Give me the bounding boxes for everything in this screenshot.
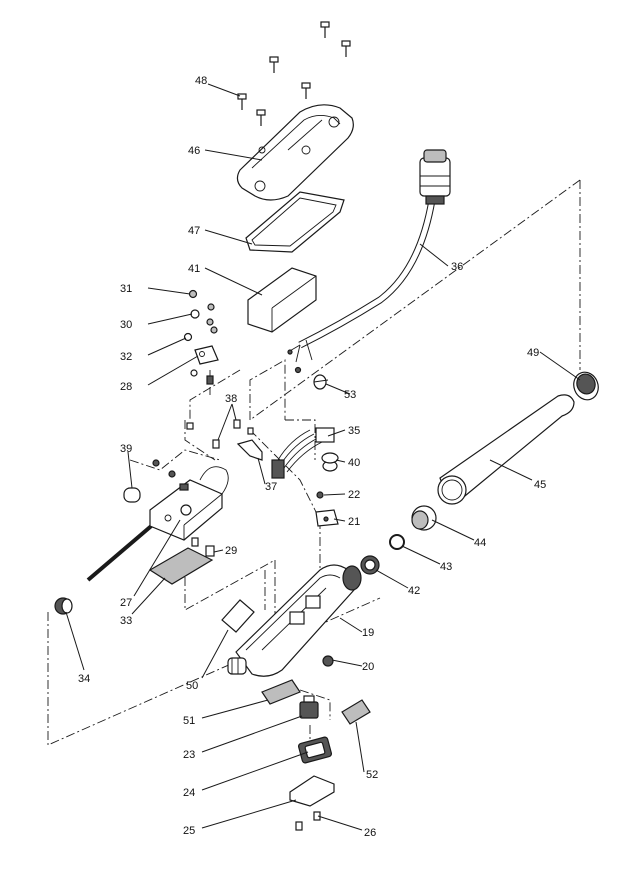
cap-34 [54,597,73,615]
screw-set-48 [237,21,351,126]
ring-43 [389,534,405,550]
screw-20 [322,655,334,667]
cable-clamp-53 [313,374,329,390]
handle-assembly-27 [86,466,229,582]
callout-53: 53 [344,389,356,401]
callout-43: 43 [440,561,452,573]
callout-27: 27 [120,597,132,609]
terminal-28 [194,345,219,385]
callout-26: 26 [364,827,376,839]
callout-49: 49 [527,347,539,359]
callout-25: 25 [183,825,195,837]
boot-45 [437,394,575,505]
callout-40: 40 [348,457,360,469]
assembly-guide-lines [47,179,581,760]
callout-33: 33 [120,615,132,627]
switch-cover-24 [297,736,333,764]
callout-51: 51 [183,715,195,727]
insulator-41 [247,267,317,333]
screws-26 [295,811,321,831]
callout-32: 32 [120,351,132,363]
callout-19: 19 [362,627,374,639]
callout-labels: 48 46 47 41 31 30 32 28 36 49 53 38 35 3… [78,75,546,839]
callout-24: 24 [183,787,195,799]
label-33 [148,547,214,585]
power-cable-36 [287,149,451,374]
leader-lines [65,83,581,831]
label-52 [341,699,371,725]
switch-cap-40 [321,452,339,464]
callout-48: 48 [195,75,207,87]
callout-30: 30 [120,319,132,331]
nuts-30-31-32 [183,289,218,377]
knob-39 [123,459,176,503]
callout-39: 39 [120,443,132,455]
callout-37: 37 [265,481,277,493]
switch-23 [299,695,319,719]
grommet-44 [411,505,437,531]
screws-38 [186,419,254,449]
callout-47: 47 [188,225,200,237]
screws-29 [191,537,215,557]
callout-50: 50 [186,680,198,692]
housing-19 [227,564,362,677]
bracket-21 [315,509,339,527]
nut-42 [360,555,380,575]
callout-42: 42 [408,585,420,597]
cover-46 [236,104,354,201]
callout-28: 28 [120,381,132,393]
callout-20: 20 [362,661,374,673]
callout-46: 46 [188,145,200,157]
callout-21: 21 [348,516,360,528]
strain-relief-37 [236,439,263,461]
screw-22 [316,491,324,499]
callout-38: 38 [225,393,237,405]
label-50 [221,599,255,633]
callout-44: 44 [474,537,486,549]
callout-36: 36 [451,261,463,273]
wire-harness-35 [271,427,338,479]
callout-52: 52 [366,769,378,781]
gasket-25 [289,775,335,807]
callout-34: 34 [78,673,90,685]
callout-29: 29 [225,545,237,557]
callout-22: 22 [348,489,360,501]
ring-49 [573,371,599,401]
callout-35: 35 [348,425,360,437]
gasket-47 [245,191,345,253]
callout-41: 41 [188,263,200,275]
callout-23: 23 [183,749,195,761]
callout-45: 45 [534,479,546,491]
callout-31: 31 [120,283,132,295]
